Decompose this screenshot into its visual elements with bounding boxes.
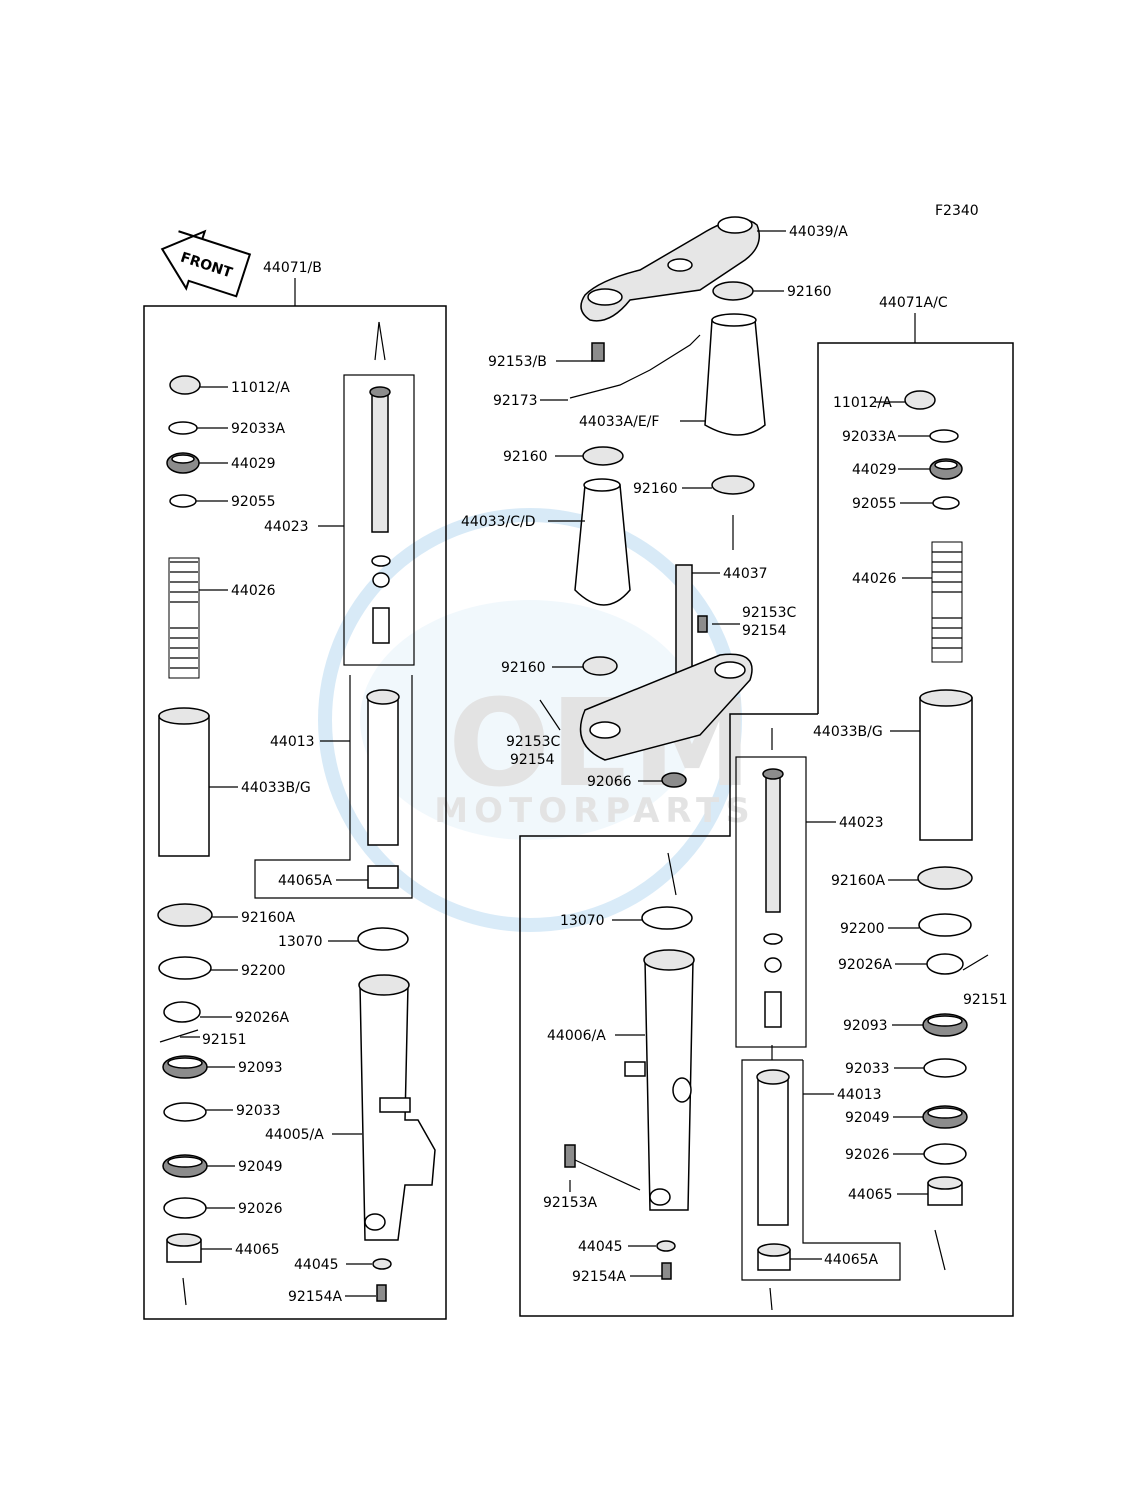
label-44033aef: 44033A/E/F: [579, 414, 659, 430]
r-label-92049: 92049: [845, 1110, 890, 1126]
label-92049: 92049: [238, 1159, 283, 1175]
label-92154-left: 92154: [510, 752, 555, 768]
r-label-44006: 44006/A: [547, 1028, 606, 1044]
label-44065: 44065: [235, 1242, 280, 1258]
label-44037: 44037: [723, 566, 768, 582]
label-92160-low: 92160: [501, 660, 546, 676]
label-92153b: 92153/B: [488, 354, 547, 370]
label-44023: 44023: [264, 519, 309, 535]
label-44029: 44029: [231, 456, 276, 472]
label-44039: 44039/A: [789, 224, 848, 240]
label-44045: 44045: [294, 1257, 339, 1273]
r-label-44023: 44023: [839, 815, 884, 831]
label-92033: 92033: [236, 1103, 281, 1119]
cap-11012: [169, 375, 201, 395]
r-label-92033a: 92033A: [842, 429, 897, 445]
label-44065a: 44065A: [278, 873, 333, 889]
label-92160a: 92160A: [241, 910, 296, 926]
r-label-44029: 44029: [852, 462, 897, 478]
r-label-11012: 11012/A: [833, 395, 892, 411]
label-92093: 92093: [238, 1060, 283, 1076]
label-92026a: 92026A: [235, 1010, 290, 1026]
r-label-92154a: 92154A: [572, 1269, 627, 1285]
outer-tube-44006: [624, 949, 695, 1211]
r-label-44065a: 44065A: [824, 1252, 879, 1268]
r-label-92026: 92026: [845, 1147, 890, 1163]
label-44005: 44005/A: [265, 1127, 324, 1143]
label-44013: 44013: [270, 734, 315, 750]
r-label-92026a: 92026A: [838, 957, 893, 973]
label-92033a: 92033A: [231, 421, 286, 437]
r-label-44026: 44026: [852, 571, 897, 587]
outer-tube-44005: [358, 974, 436, 1241]
label-11012: 11012/A: [231, 380, 290, 396]
label-92160-right: 92160: [633, 481, 678, 497]
r-label-44033bg: 44033B/G: [813, 724, 883, 740]
label-92026: 92026: [238, 1201, 283, 1217]
r-label-92200: 92200: [840, 921, 885, 937]
label-92160-left: 92160: [503, 449, 548, 465]
r-label-44013: 44013: [837, 1087, 882, 1103]
right-fork-assembly: 44071A/C 11012/A 92033A 44029 92055 4402…: [519, 295, 1014, 1317]
r-spring-44026: [931, 541, 963, 663]
front-direction-arrow: FRONT: [160, 229, 252, 298]
label-13070: 13070: [278, 934, 323, 950]
left-assembly-title: 44071/B: [263, 260, 322, 276]
label-92173: 92173: [493, 393, 538, 409]
label-92055: 92055: [231, 494, 276, 510]
r-label-44045: 44045: [578, 1239, 623, 1255]
r-label-92055: 92055: [852, 496, 897, 512]
r-label-92151: 92151: [963, 992, 1008, 1008]
r-label-13070: 13070: [560, 913, 605, 929]
left-fork-assembly: 44071/B 11012/A 92033A 44029 92055 44023: [143, 260, 447, 1320]
label-44026: 44026: [231, 583, 276, 599]
label-92066: 92066: [587, 774, 632, 790]
label-92154-right: 92154: [742, 623, 787, 639]
label-92151: 92151: [202, 1032, 247, 1048]
right-assembly-title: 44071A/C: [879, 295, 948, 311]
label-92153c-left: 92153C: [506, 734, 561, 750]
steering-assembly: 44039/A 92160 92153/B 92173 44033A/E/F 9…: [461, 216, 848, 790]
label-92153c-right: 92153C: [742, 605, 797, 621]
r-label-92033: 92033: [845, 1061, 890, 1077]
label-44033bg: 44033B/G: [241, 780, 311, 796]
r-label-92093: 92093: [843, 1018, 888, 1034]
watermark-sub: MOTORPARTS: [434, 791, 755, 831]
r-label-44065: 44065: [848, 1187, 893, 1203]
label-92154a: 92154A: [288, 1289, 343, 1305]
figure-code: F2340: [935, 203, 979, 219]
r-label-92153a: 92153A: [543, 1195, 598, 1211]
label-44033cd: 44033/C/D: [461, 514, 536, 530]
label-92200: 92200: [241, 963, 286, 979]
r-label-92160a: 92160A: [831, 873, 886, 889]
spring-44026: [168, 557, 200, 679]
label-92160-top: 92160: [787, 284, 832, 300]
